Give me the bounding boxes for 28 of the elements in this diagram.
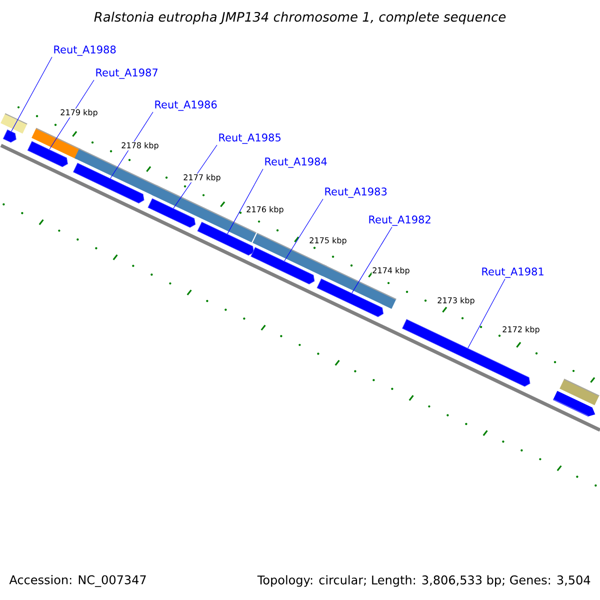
gene-label: Reut_A1987 xyxy=(96,68,158,79)
leader-line xyxy=(49,80,94,150)
footer-text: Accession: NC_007347 xyxy=(9,575,146,587)
gene-label: Reut_A1981 xyxy=(482,268,544,278)
gene-bar xyxy=(2,129,16,143)
gene-label: Reut_A1984 xyxy=(265,158,327,168)
leader-line xyxy=(468,278,506,348)
leader-line xyxy=(110,112,154,179)
tick-label: 2172 kbp xyxy=(502,326,540,334)
gene-bar xyxy=(250,247,315,284)
gene-bar xyxy=(27,141,68,168)
leader-line xyxy=(11,56,52,132)
tick-label: 2179 kbp xyxy=(60,108,98,118)
gene-label: Reut_A1982 xyxy=(369,216,430,226)
gene-label: Reut_A1983 xyxy=(325,188,387,198)
gene-label: Reut_A1986 xyxy=(155,100,217,111)
gene-bar xyxy=(148,198,196,228)
footer-text: Topology: circular; Length: 3,806,533 bp; Genes: 3,504 xyxy=(257,575,590,587)
leader-line xyxy=(173,144,218,209)
gene-bar xyxy=(197,222,254,256)
leader-line xyxy=(227,168,264,234)
leader-line xyxy=(352,226,392,294)
gene-bar xyxy=(316,278,384,318)
title: Ralstonia eutropha JMP134 chromosome 1, complete sequence xyxy=(94,12,506,24)
gene-label: Reut_A1988 xyxy=(54,46,116,56)
gene-label: Reut_A1985 xyxy=(219,134,280,144)
gene-bar xyxy=(73,162,144,204)
leader-line xyxy=(284,198,324,262)
